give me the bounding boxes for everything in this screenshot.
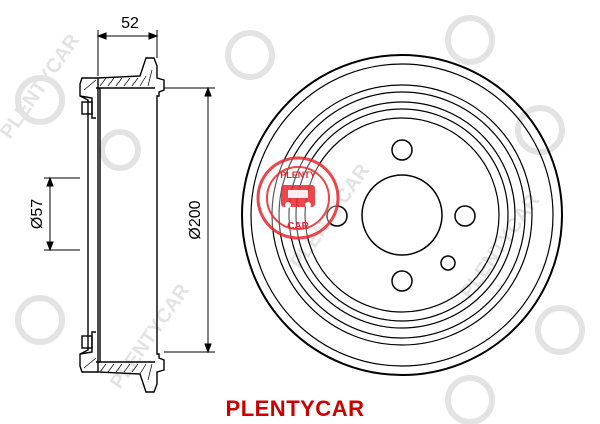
- watermark-badge-bottom: CAR: [287, 221, 309, 232]
- drum-side-section: [79, 57, 165, 393]
- dimension-width-label: 52: [121, 15, 139, 32]
- watermark-pattern: [15, 15, 585, 424]
- bolt-hole-top: [391, 139, 413, 161]
- svg-text:PLENTYCAR: PLENTYCAR: [0, 30, 85, 143]
- center-bore: [361, 174, 443, 256]
- section-hatching: [83, 69, 153, 381]
- dimension-outer-diameter-label: Ø200: [187, 200, 204, 239]
- dimension-width: [96, 30, 159, 76]
- bolt-hole-right: [454, 205, 476, 227]
- locating-hole: [440, 255, 456, 271]
- bolt-hole-bottom: [391, 270, 413, 292]
- brand-label: PLENTYCAR: [225, 396, 365, 421]
- dimension-inner-diameter: [44, 176, 80, 252]
- bolt-holes: [326, 139, 476, 292]
- dimension-outer-diameter: [164, 86, 215, 354]
- watermark-badge-top: PLENTY: [280, 170, 316, 180]
- dimension-inner-diameter-label: Ø57: [29, 199, 46, 229]
- svg-text:PLENTYCAR: PLENTYCAR: [106, 280, 194, 393]
- watermark-badge: PLENTY CAR: [256, 156, 340, 240]
